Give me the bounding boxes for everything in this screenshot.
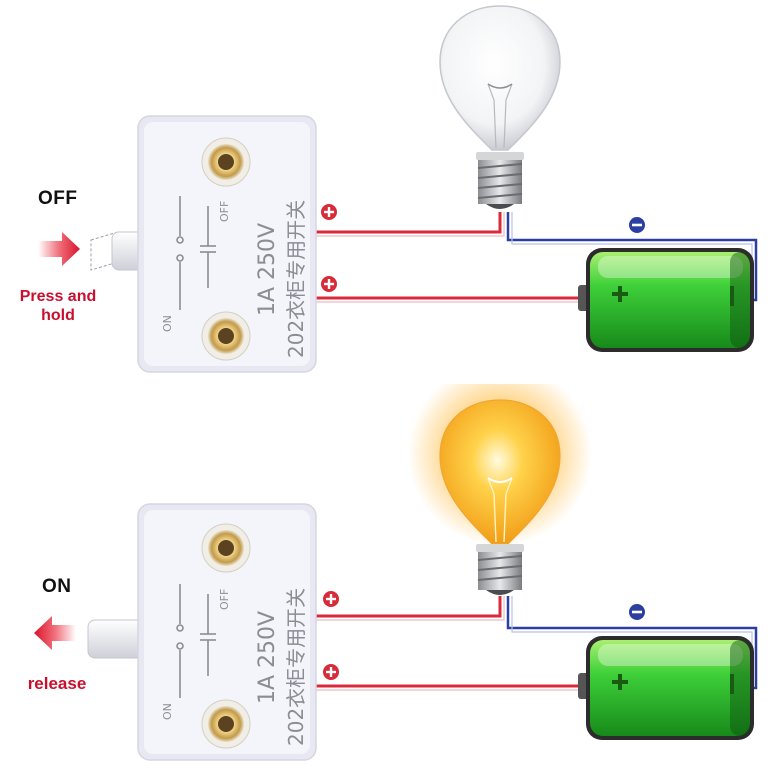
plus-icon — [323, 664, 339, 680]
screw-top — [201, 137, 251, 187]
switch-rating-text: 1A 250V — [255, 222, 280, 316]
battery-icon — [578, 636, 754, 740]
positive-wire-lower — [312, 684, 590, 691]
minus-icon — [629, 604, 645, 620]
minus-icon — [629, 217, 645, 233]
arrow-right-icon — [38, 232, 80, 266]
positive-wire-upper — [312, 596, 505, 621]
switch-on-mark: ON — [161, 703, 174, 720]
arrow-left-icon — [34, 616, 76, 650]
screw-bottom — [201, 311, 251, 361]
light-bulb-icon — [439, 5, 561, 209]
plus-icon — [323, 591, 339, 607]
panel-on: ON release 1A 250V 202衣柜专用开关 ON OFF — [0, 384, 768, 768]
switch-schematic — [176, 196, 216, 310]
action-label: Press and hold — [19, 288, 97, 324]
push-switch — [87, 503, 317, 761]
state-label: ON — [42, 576, 72, 597]
switch-off-mark: OFF — [218, 588, 231, 610]
switch-schematic — [176, 584, 216, 698]
action-label: release — [27, 674, 87, 693]
screw-top — [201, 523, 251, 573]
positive-wire-lower — [312, 296, 590, 303]
state-label: OFF — [38, 188, 78, 209]
positive-wire-upper — [312, 212, 505, 237]
switch-off-mark: OFF — [218, 200, 231, 222]
circuit-diagram-off — [38, 5, 758, 373]
push-switch — [90, 115, 317, 373]
plus-icon — [321, 276, 337, 292]
switch-rating-text: 1A 250V — [255, 610, 280, 704]
screw-bottom — [201, 699, 251, 749]
light-bulb-icon — [408, 384, 592, 595]
battery-icon — [578, 248, 754, 352]
plus-icon — [321, 204, 337, 220]
plunger-ghost — [90, 231, 119, 271]
panel-off: OFF Press and hold 1A 250V 202衣柜专用开关 ON … — [19, 5, 758, 373]
switch-on-mark: ON — [161, 315, 174, 332]
switch-model-text: 202衣柜专用开关 — [284, 199, 308, 358]
switch-model-text: 202衣柜专用开关 — [284, 587, 308, 746]
circuit-diagram-on — [34, 384, 758, 761]
